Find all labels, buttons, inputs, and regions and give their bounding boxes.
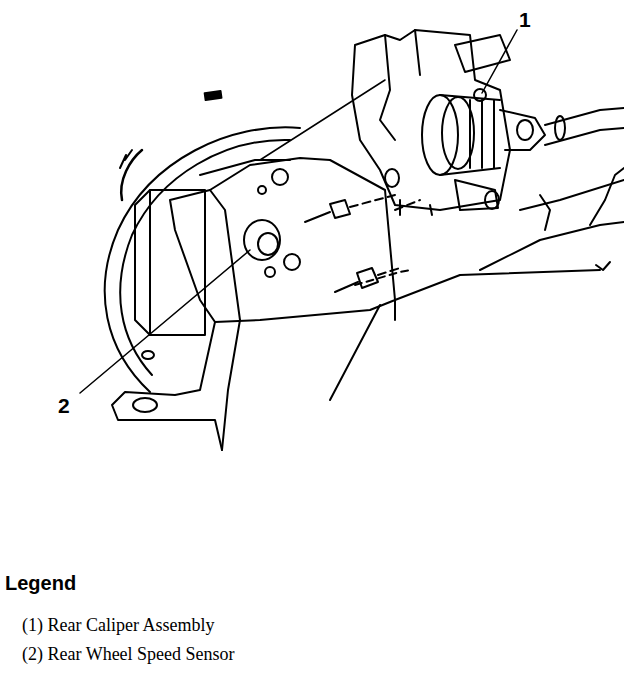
legend-entry: (2) Rear Wheel Speed Sensor [22, 645, 235, 665]
plate-tab [205, 91, 222, 100]
cable-end [555, 116, 565, 140]
park-lever [500, 110, 545, 150]
alignment-line [350, 195, 400, 275]
park-cable [545, 108, 624, 145]
caliper-edge [380, 35, 395, 140]
knuckle-edge [210, 190, 240, 320]
knuckle [170, 158, 395, 322]
piston-housing [422, 95, 458, 175]
knuckle-arm [112, 322, 222, 450]
frame-line [520, 180, 624, 210]
mounting-bolt [305, 200, 350, 222]
backing-plate [105, 127, 300, 392]
legend-heading: Legend [5, 572, 76, 594]
speed-sensor-face [258, 233, 278, 255]
knuckle-arm-edge [222, 320, 240, 450]
caliper-bore [385, 169, 399, 187]
caliper-body [352, 30, 510, 210]
hub [135, 190, 205, 335]
caliper-edge [415, 30, 420, 75]
sensor-bolt [265, 267, 275, 277]
callout-number: 1 [519, 8, 531, 31]
frame-line [540, 195, 550, 230]
bracket-hole [258, 186, 266, 194]
frame-line [596, 262, 610, 270]
frame-line [395, 270, 600, 300]
bleeder-boss [455, 35, 510, 72]
leader-line [482, 30, 517, 93]
slide-pin-end [485, 191, 499, 209]
hub-edge [149, 190, 151, 335]
plate-hole [142, 351, 154, 359]
lever-pivot [517, 120, 533, 140]
frame-line [480, 222, 624, 270]
leader-line [80, 250, 250, 393]
slide-pin [455, 180, 498, 210]
bracket-hole [284, 254, 300, 270]
bracket-hole [272, 169, 288, 185]
arm-bore [133, 398, 157, 412]
caliper-foot [400, 200, 432, 215]
callout-number: 2 [58, 394, 70, 417]
knuckle-lower [330, 300, 395, 400]
alignment-line [355, 270, 410, 285]
speed-sensor [244, 220, 280, 260]
boot-ribs [470, 100, 494, 168]
plate-slot [121, 150, 142, 200]
piston-housing [440, 95, 500, 175]
legend-entry: (1) Rear Caliper Assembly [22, 616, 214, 636]
backing-plate-rim [120, 140, 290, 375]
frame-line [590, 168, 624, 225]
